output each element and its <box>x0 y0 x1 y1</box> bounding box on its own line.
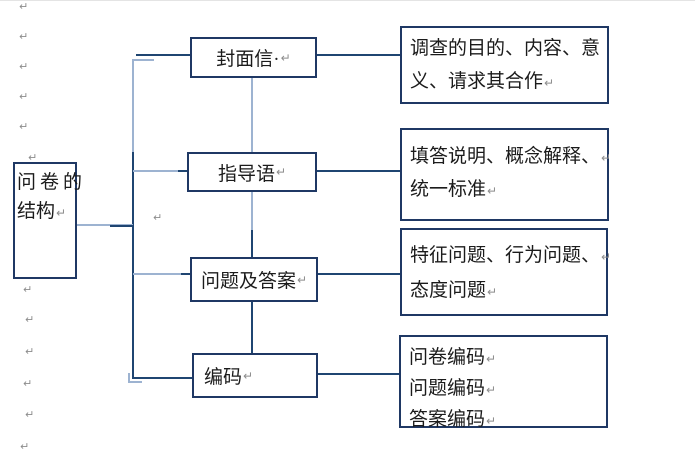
connector-line <box>77 224 133 226</box>
connector-line <box>251 192 253 231</box>
flowchart-box-instructions-desc[interactable]: 填答说明、概念解释、↵ 统一标准↵ <box>400 128 612 221</box>
pilcrow-mark: ↵ <box>243 368 254 383</box>
connector-line <box>133 377 193 379</box>
connector-line <box>251 230 253 257</box>
pilcrow-mark: ↵ <box>56 206 67 220</box>
pilcrow-mark: ↵ <box>487 184 498 198</box>
pilcrow-mark: ↵ <box>601 151 612 165</box>
pilcrow-mark: ↵ <box>601 250 612 264</box>
box-text-line: 答案编码↵ <box>409 409 497 430</box>
connector-line <box>181 273 190 275</box>
flowchart-box-coding-desc[interactable]: 问卷编码↵ 问题编码↵ 答案编码↵ <box>399 335 608 430</box>
pilcrow-mark: ↵ <box>486 383 497 397</box>
paragraph-mark: ↵ <box>25 408 35 421</box>
connector-line <box>317 170 400 172</box>
box-text-line: 态度问题↵ <box>410 280 498 301</box>
paragraph-mark: ↵ <box>25 345 35 358</box>
pilcrow-mark: ↵ <box>486 352 497 366</box>
flowchart-box-root[interactable]: 问卷的 结构↵ <box>13 162 87 279</box>
box-label-line: 问卷的 <box>17 172 87 193</box>
box-text-line: 问卷编码↵ <box>409 347 497 368</box>
box-label: 指导语 <box>217 163 275 185</box>
connector-line <box>133 273 190 275</box>
paragraph-mark: ↵ <box>23 283 33 296</box>
flowchart-box-cover-letter-desc[interactable]: 调查的目的、内容、意 义、请求其合作↵ <box>400 26 609 104</box>
flowchart-box-instructions[interactable]: 指导语↵ <box>187 152 317 192</box>
connector-line <box>136 54 190 56</box>
flowchart-box-questions-answers[interactable]: 问题及答案↵ <box>190 257 318 302</box>
paragraph-mark: ↵ <box>153 211 163 224</box>
paragraph-mark: ↵ <box>19 30 29 43</box>
paragraph-mark: ↵ <box>19 90 29 103</box>
pilcrow-mark: ↵ <box>486 414 497 428</box>
connector-line <box>110 225 134 227</box>
connector-line <box>251 78 253 152</box>
connector-line <box>128 373 130 383</box>
connector-line <box>132 59 154 61</box>
connector-line <box>132 59 134 153</box>
box-text-line: 特征问题、行为问题、↵ <box>410 245 612 266</box>
flowchart-box-coding[interactable]: 编码↵ <box>192 353 318 398</box>
box-text-line: 义、请求其合作↵ <box>410 71 555 92</box>
box-text-line: 填答说明、概念解释、↵ <box>410 146 612 167</box>
connector-line <box>132 152 134 379</box>
connector-line <box>178 170 187 172</box>
connector-line <box>133 170 187 172</box>
connector-line <box>128 381 142 383</box>
connector-line <box>317 54 400 56</box>
paragraph-mark: ↵ <box>23 377 33 390</box>
flowchart-box-questions-desc[interactable]: 特征问题、行为问题、↵ 态度问题↵ <box>400 228 612 316</box>
box-label: 问题及答案 <box>200 271 296 292</box>
paragraph-mark: ↵ <box>19 120 29 133</box>
box-text-line: 统一标准↵ <box>410 179 498 200</box>
connector-line <box>318 373 399 375</box>
pilcrow-mark: ↵ <box>296 272 308 287</box>
connector-line <box>251 302 253 353</box>
paragraph-mark: ↵ <box>28 151 38 164</box>
paragraph-mark: ↵ <box>19 60 29 73</box>
box-label: 编码 <box>204 367 243 388</box>
pilcrow-mark: ↵ <box>280 50 291 65</box>
box-text-line: 调查的目的、内容、意 <box>410 38 601 59</box>
connector-line <box>318 273 400 275</box>
paragraph-mark: ↵ <box>25 313 35 326</box>
box-label-line: 结构↵ <box>17 201 67 222</box>
paragraph-mark: ↵ <box>19 0 29 13</box>
pilcrow-mark: ↵ <box>275 165 287 179</box>
paragraph-mark: ↵ <box>20 440 30 450</box>
pilcrow-mark: ↵ <box>544 76 555 90</box>
box-label: 封面信· <box>216 49 280 70</box>
pilcrow-mark: ↵ <box>487 285 498 299</box>
flowchart-box-cover-letter[interactable]: 封面信·↵ <box>190 37 317 78</box>
box-text-line: 问题编码↵ <box>409 378 497 399</box>
